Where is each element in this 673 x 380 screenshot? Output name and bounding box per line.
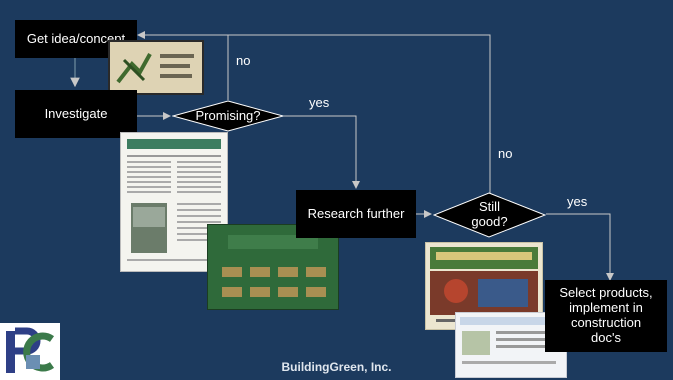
- company-logo: [0, 323, 60, 380]
- edge-label-stillgood-yes: yes: [567, 194, 588, 209]
- decision-promising: Promising?: [172, 100, 284, 132]
- node-investigate: Investigate: [15, 90, 137, 138]
- node-select-line4: doc's: [591, 329, 621, 345]
- node-investigate-label: Investigate: [44, 105, 108, 121]
- arrow-promising-yes: [284, 115, 360, 189]
- node-select-line2: implement in: [569, 300, 643, 316]
- edge-label-stillgood-no: no: [498, 146, 513, 161]
- node-research-further-label: Research further: [307, 205, 405, 221]
- decision-still-good-line2: good?: [471, 214, 508, 229]
- decision-still-good: Still good?: [433, 192, 546, 238]
- decision-still-good-line1: Still: [479, 199, 500, 214]
- footer-company-name: BuildingGreen, Inc.: [281, 360, 392, 374]
- decision-promising-label: Promising?: [195, 108, 261, 123]
- node-select-products: Select products, implement in constructi…: [545, 280, 667, 352]
- node-research-further: Research further: [296, 190, 416, 238]
- arrow-stillgood-yes: [546, 213, 614, 281]
- node-select-line1: Select products,: [559, 285, 653, 301]
- thumbnail-newsletter: [120, 132, 228, 272]
- node-select-line3: construction: [570, 315, 642, 330]
- edge-label-promising-yes: yes: [309, 95, 330, 110]
- arrow-stillgood-no: [140, 34, 491, 194]
- thumbnail-green-database: [207, 224, 339, 310]
- thumbnail-logo-card: [108, 40, 204, 95]
- edge-label-promising-no: no: [236, 53, 251, 68]
- node-get-idea-label: Get idea/concept: [26, 30, 126, 46]
